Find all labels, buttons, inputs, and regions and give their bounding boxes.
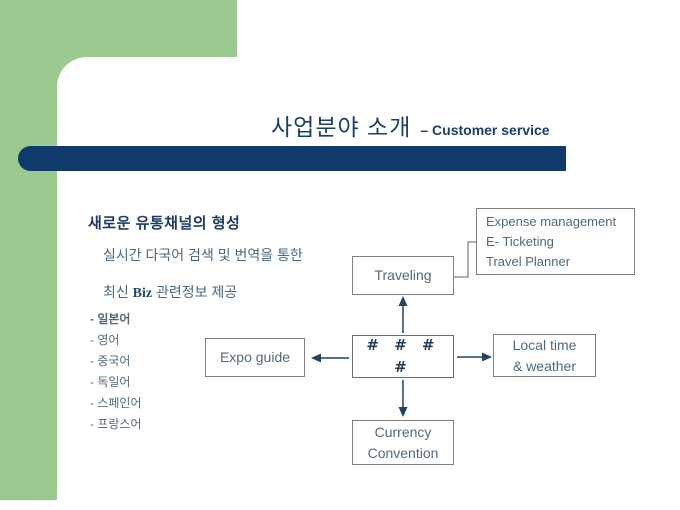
body-line2-suffix: 관련정보 제공 — [152, 284, 238, 300]
diagram-node-expo-guide: Expo guide — [205, 338, 305, 377]
node-label: Currency — [374, 424, 432, 441]
title-subtitle: – Customer service — [420, 122, 550, 138]
list-item: - 일본어 — [90, 312, 131, 326]
body-text-line1: 실시간 다국어 검색 및 번역을 통한 — [103, 247, 303, 263]
list-item: - 중국어 — [90, 354, 131, 368]
language-list: - 일본어 - 영어 - 중국어 - 독일어 - 스페인어 - 프랑스어 — [90, 309, 142, 435]
section-heading: 새로운 유통채널의 형성 — [88, 215, 241, 232]
service-item: Travel Planner — [486, 253, 571, 269]
node-label: Local time — [512, 337, 577, 354]
diagram-node-traveling: Traveling — [352, 256, 454, 295]
node-label: # # # # — [366, 335, 440, 376]
title-korean: 사업분야 소개 — [271, 114, 412, 140]
diagram-node-hub: # # # # — [352, 335, 454, 378]
diagram-node-travel-services: Expense management E- Ticketing Travel P… — [476, 208, 635, 275]
list-item: - 스페인어 — [90, 396, 142, 410]
node-label: & weather — [512, 357, 577, 374]
body-line2-prefix: 최신 — [103, 284, 133, 300]
list-item: - 영어 — [90, 333, 120, 347]
node-label: Convention — [367, 444, 439, 461]
service-item: Expense management — [486, 213, 617, 229]
diagram-node-currency-convention: Currency Convention — [352, 420, 454, 465]
title-underline-bar — [18, 146, 566, 171]
list-item: - 프랑스어 — [90, 417, 142, 431]
node-label: Traveling — [374, 267, 432, 284]
diagram-node-local-time-weather: Local time & weather — [493, 334, 596, 377]
body-line2-biz: Biz — [132, 286, 153, 301]
node-label: Expo guide — [219, 349, 291, 366]
service-item: E- Ticketing — [486, 233, 554, 249]
page-title: 사업분야 소개 – Customer service — [271, 108, 550, 142]
body-text-line2: 최신 Biz 관련정보 제공 — [103, 282, 237, 302]
list-item: - 독일어 — [90, 375, 131, 389]
